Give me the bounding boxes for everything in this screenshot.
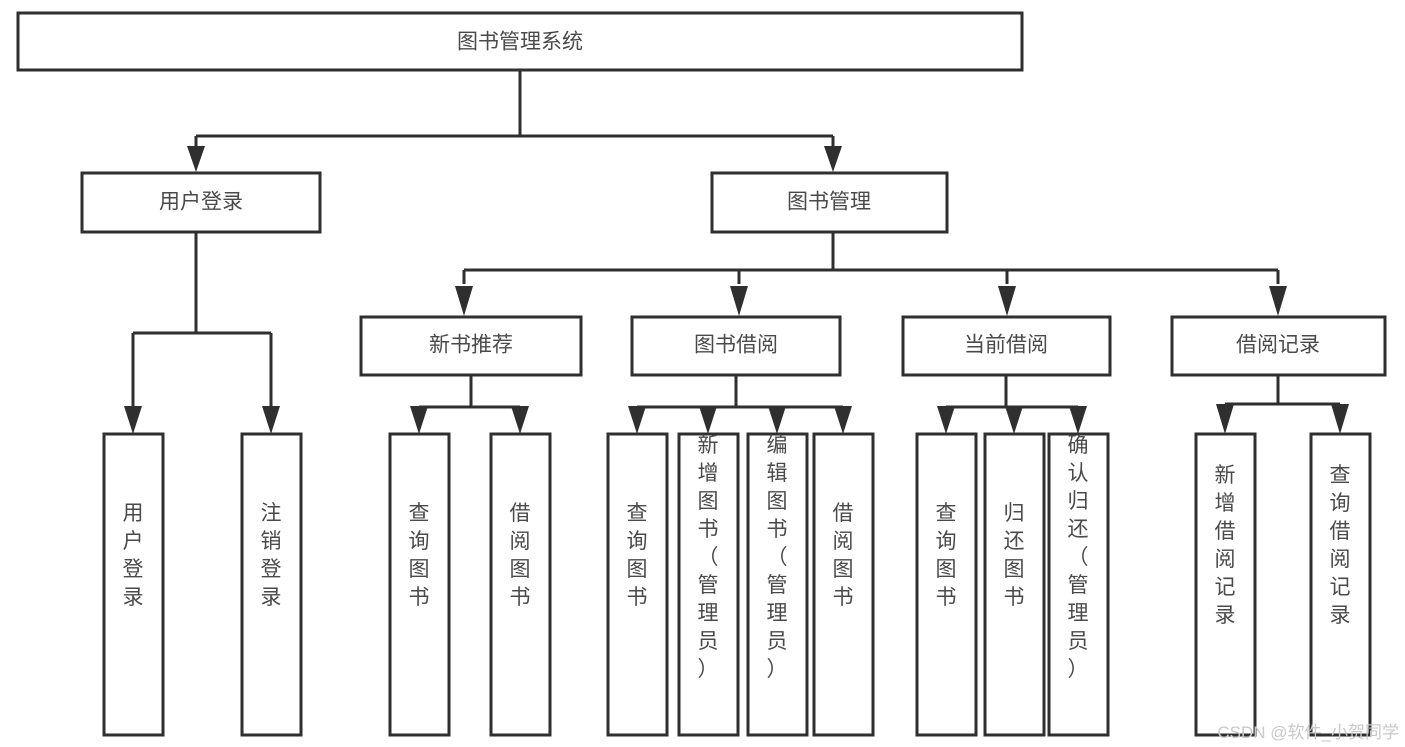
leaf-user-login-2[interactable]: 注销登录 xyxy=(240,432,303,737)
leaf-book-borrow-1-label: 查询图书 xyxy=(627,502,648,609)
node-book-borrow-label: 图书借阅 xyxy=(694,334,778,357)
node-new-book-recommend-box[interactable] xyxy=(359,315,583,377)
node-root-label: 图书管理系统 xyxy=(457,31,583,54)
watermark-text: CSDN @软件_小贺同学 xyxy=(1217,723,1399,742)
connector-new-book-recommend-bus xyxy=(417,375,522,412)
leaf-new-book-1[interactable]: 查询图书 xyxy=(388,432,451,737)
leaf-book-borrow-1-box[interactable] xyxy=(606,432,669,737)
arrowhead-book-borrow-leaf-1 xyxy=(628,406,646,434)
arrowhead-to-book-borrow xyxy=(730,286,748,316)
connector-book-borrow-bus xyxy=(635,375,845,412)
leaf-borrow-record-2-label: 查询借阅记录 xyxy=(1330,464,1351,627)
leaf-borrow-record-2[interactable]: 查询借阅记录 xyxy=(1309,432,1372,737)
leaf-current-borrow-1[interactable]: 查询图书 xyxy=(915,432,978,737)
arrowhead-current-borrow-leaf-2 xyxy=(1005,406,1023,434)
node-root-system[interactable]: 图书管理系统 xyxy=(16,11,1024,72)
leaf-book-borrow-1[interactable]: 查询图书 xyxy=(606,432,669,737)
arrowhead-book-borrow-leaf-2 xyxy=(699,406,717,434)
leaf-current-borrow-2[interactable]: 归还图书 xyxy=(983,432,1046,737)
leaf-book-borrow-4[interactable]: 借阅图书 xyxy=(812,432,875,737)
node-borrow-record-box[interactable] xyxy=(1170,315,1387,377)
arrowhead-book-borrow-leaf-3 xyxy=(768,406,786,434)
leaf-user-login-1[interactable]: 用户登录 xyxy=(102,432,165,737)
arrowhead-to-borrow-record xyxy=(1269,286,1287,316)
arrowhead-current-borrow-leaf-3 xyxy=(1069,406,1087,434)
leaf-new-book-2[interactable]: 借阅图书 xyxy=(489,432,552,737)
leaf-book-borrow-3-box[interactable] xyxy=(746,432,809,737)
node-current-borrow-box[interactable] xyxy=(901,315,1112,377)
leaf-user-login-2-label: 注销登录 xyxy=(261,502,282,609)
node-borrow-record-label: 借阅记录 xyxy=(1236,334,1320,357)
node-book-borrow-box[interactable] xyxy=(630,315,842,377)
node-user-login[interactable]: 用户登录 xyxy=(80,171,322,234)
arrowhead-to-new-book-recommend xyxy=(455,286,473,316)
leaf-book-borrow-4-box[interactable] xyxy=(812,432,875,737)
leaf-current-borrow-3-box[interactable] xyxy=(1047,432,1110,737)
node-book-management-box[interactable] xyxy=(710,171,949,234)
node-current-borrow[interactable]: 当前借阅 xyxy=(901,315,1112,377)
node-current-borrow-label: 当前借阅 xyxy=(964,334,1048,357)
arrowhead-new-book-leaf-1 xyxy=(410,406,428,434)
leaf-current-borrow-2-box[interactable] xyxy=(983,432,1046,737)
arrowhead-book-borrow-leaf-4 xyxy=(834,406,852,434)
arrowhead-borrow-record-leaf-2 xyxy=(1331,404,1349,434)
leaf-new-book-2-box[interactable] xyxy=(489,432,552,737)
leaf-new-book-1-label: 查询图书 xyxy=(409,502,430,609)
node-borrow-record[interactable]: 借阅记录 xyxy=(1170,315,1387,377)
connector-layer xyxy=(124,70,1349,434)
leaf-book-borrow-4-label: 借阅图书 xyxy=(833,502,854,609)
arrowhead-to-current-borrow xyxy=(998,286,1016,316)
node-book-management[interactable]: 图书管理 xyxy=(710,171,949,234)
arrowhead-user-login-leaf-2 xyxy=(262,406,280,434)
leaf-current-borrow-2-label: 归还图书 xyxy=(1004,502,1025,609)
leaf-current-borrow-1-label: 查询图书 xyxy=(936,502,957,609)
arrowhead-new-book-leaf-2 xyxy=(511,406,529,434)
leaf-new-book-2-label: 借阅图书 xyxy=(510,502,531,609)
leaf-current-borrow-1-box[interactable] xyxy=(915,432,978,737)
node-user-login-box[interactable] xyxy=(80,171,322,234)
leaf-user-login-1-box[interactable] xyxy=(102,432,165,737)
leaf-current-borrow-3[interactable]: 确认归还（管理员） xyxy=(1047,432,1110,737)
leaf-current-borrow-3-label: 确认归还（管理员） xyxy=(1068,434,1089,681)
leaf-borrow-record-1-label: 新增借阅记录 xyxy=(1215,464,1236,627)
leaf-user-login-1-label: 用户登录 xyxy=(123,502,144,609)
node-book-borrow[interactable]: 图书借阅 xyxy=(630,315,842,377)
node-user-login-label: 用户登录 xyxy=(159,191,243,214)
leaf-borrow-record-1[interactable]: 新增借阅记录 xyxy=(1194,432,1257,737)
node-book-management-label: 图书管理 xyxy=(787,191,871,214)
leaf-book-borrow-2-box[interactable] xyxy=(677,432,740,737)
node-new-book-recommend-label: 新书推荐 xyxy=(429,334,513,357)
leaf-user-login-2-box[interactable] xyxy=(240,432,303,737)
leaf-book-borrow-2[interactable]: 新增图书（管理员） xyxy=(677,432,740,737)
leaf-borrow-record-1-box[interactable] xyxy=(1194,432,1257,737)
node-root-box[interactable] xyxy=(16,11,1024,72)
arrowhead-borrow-record-leaf-1 xyxy=(1216,404,1234,434)
node-new-book-recommend[interactable]: 新书推荐 xyxy=(359,315,583,377)
connector-user-login-bus xyxy=(131,232,273,408)
connector-root-to-bus xyxy=(194,70,835,148)
leaf-book-borrow-3-label: 编辑图书（管理员） xyxy=(767,434,788,681)
leaf-borrow-record-2-box[interactable] xyxy=(1309,432,1372,737)
connector-book-manage-bus xyxy=(462,232,1280,284)
arrowhead-user-login-leaf-1 xyxy=(124,406,142,434)
leaf-book-borrow-3[interactable]: 编辑图书（管理员） xyxy=(746,432,809,737)
arrowhead-current-borrow-leaf-1 xyxy=(937,406,955,434)
connector-borrow-record-bus xyxy=(1223,375,1342,410)
arrowhead-to-book-manage xyxy=(824,146,842,172)
leaf-book-borrow-2-label: 新增图书（管理员） xyxy=(698,434,719,681)
arrowhead-to-user-login xyxy=(187,146,205,172)
leaf-new-book-1-box[interactable] xyxy=(388,432,451,737)
